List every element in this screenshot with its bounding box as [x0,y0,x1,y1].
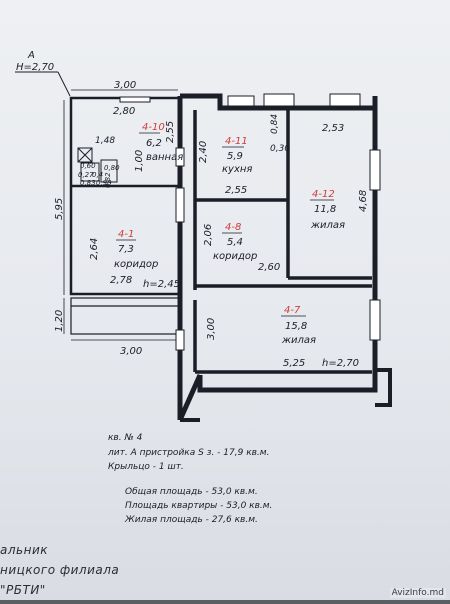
notes-block: кв. № 4 лит. А пристройка S з. - 17,9 кв… [107,433,272,525]
footer-line-3: "РБТИ" [0,583,46,597]
dim-corridor8-side: 2,06 [203,224,214,246]
svg-text:4-1: 4-1 [118,229,134,240]
height-note: H=2,70 [16,62,54,73]
svg-text:11,8: 11,8 [314,204,336,215]
dim-kitchen-side: 2,40 [198,141,209,163]
room-4-12: 4-12 11,8 жилая [310,189,345,231]
svg-text:жилая: жилая [310,220,345,231]
dim-room7-bottom: 5,25 [283,358,305,369]
dim-wall-084: 0,84 [270,114,280,134]
dim-bottom-outer: 3,00 [120,346,142,357]
room-4-10: 4-10 6,2 ванная [139,122,183,163]
dim-bath-4: 0,82 [104,172,112,188]
note-apt-area: Площадь квартиры - 53,0 кв.м. [125,501,272,511]
svg-text:4-7: 4-7 [284,305,301,316]
dim-kitchen-bottom: 2,55 [225,185,247,196]
dim-top-room12: 2,53 [322,123,344,134]
dim-bath-6: 0,83 [80,179,96,187]
dim-corridor1-height: h=2,45 [143,279,180,290]
dim-left-height: 5,95 [54,198,65,220]
svg-text:коридор: коридор [213,251,257,262]
dim-corridor1-side: 2,64 [89,238,100,260]
svg-text:6,2: 6,2 [146,138,162,149]
main-windows [175,93,381,351]
dim-room7-height: h=2,70 [322,358,359,369]
note-living-area: Жилая площадь - 27,6 кв.м. [124,515,258,525]
porch [70,297,180,335]
dim-bath-7: 0,4 [92,171,103,179]
dim-bath-8: 0,27 [78,171,94,179]
svg-text:коридор: коридор [114,259,158,270]
footer-line-1: альник [0,543,48,557]
svg-text:4-8: 4-8 [225,222,241,233]
dim-corridor1-bottom: 2,78 [110,275,132,286]
svg-text:5,4: 5,4 [227,237,243,248]
svg-text:4-11: 4-11 [225,136,248,147]
svg-text:жилая: жилая [281,335,316,346]
lit-mark: A [27,50,35,61]
dim-top-bath: 2,80 [113,106,135,117]
dim-kitchen-wall: 2,55 [165,121,176,143]
watermark: AvizInfo.md [389,588,446,598]
note-apartment: кв. № 4 [108,433,143,443]
svg-text:5,9: 5,9 [227,151,243,162]
svg-text:4-12: 4-12 [312,189,335,200]
bath-fixtures [77,147,118,183]
note-annex: лит. А пристройка S з. - 17,9 кв.м. [107,448,269,458]
dim-porch-depth: 1,20 [54,310,65,332]
footer-signature: альник ницкого филиала "РБТИ" [0,540,240,600]
svg-text:7,3: 7,3 [118,244,134,255]
main-walls [177,93,378,422]
room-4-7: 4-7 15,8 жилая [281,305,316,346]
dim-room12-side: 4,68 [358,190,369,212]
inner-walls [193,110,372,374]
footer-line-2: ницкого филиала [0,563,120,577]
room-4-8: 4-8 5,4 коридор [213,222,257,262]
dim-bath-3: 0,60 [80,162,96,170]
dim-wall-030: 0,30 [270,144,290,154]
svg-text:ванная: ванная [146,152,183,163]
dim-corridor8-bottom: 2,60 [258,262,280,273]
svg-text:4-10: 4-10 [142,122,165,133]
svg-text:кухня: кухня [222,164,252,175]
dim-room7-side: 3,00 [206,318,217,340]
dim-bath-height: 1,00 [134,150,145,172]
room-4-1: 4-1 7,3 коридор [114,229,158,270]
dim-bath-1: 1,48 [95,136,115,146]
note-total-area: Общая площадь - 53,0 кв.м. [125,487,258,497]
dim-top-outer: 3,00 [114,80,136,91]
dim-bath-2: 0,80 [104,164,120,172]
dim-bath-5: 0,90 [96,179,112,187]
note-porch: Крыльцо - 1 шт. [108,462,184,472]
room-4-11: 4-11 5,9 кухня [222,136,252,175]
bath-window [119,96,151,103]
svg-text:15,8: 15,8 [285,321,307,332]
